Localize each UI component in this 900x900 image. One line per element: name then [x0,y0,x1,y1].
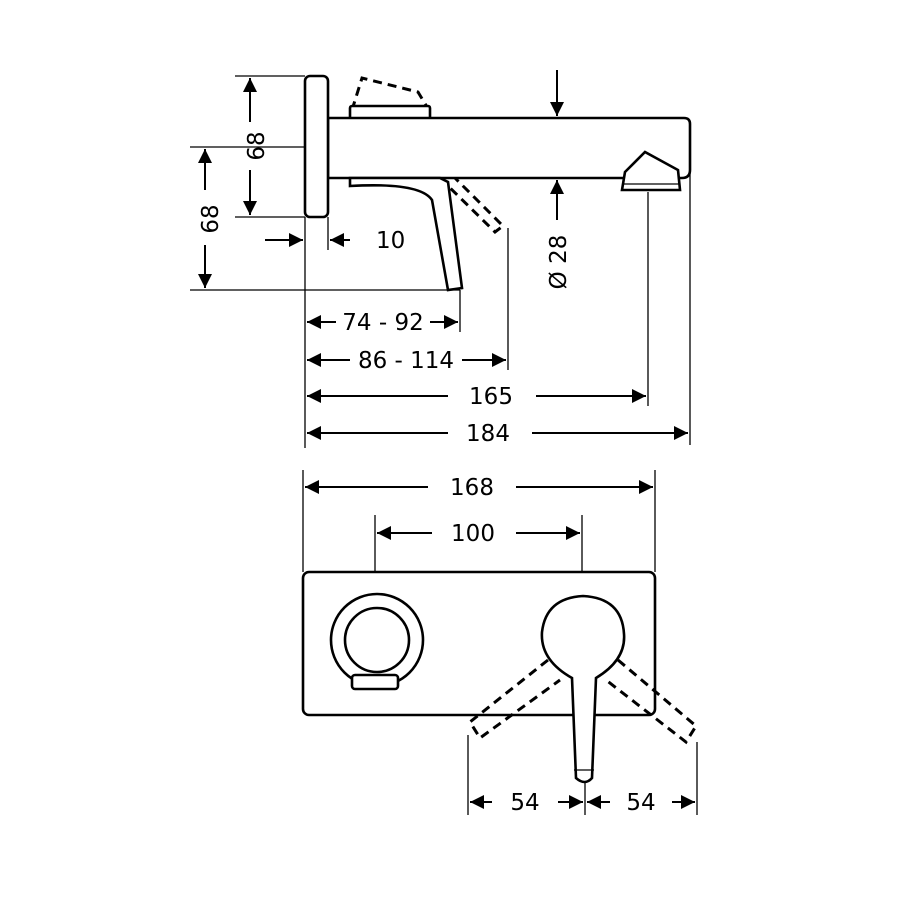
dim-lever-swing-right: 54 [626,790,655,816]
dim-lever-height: 68 [198,204,224,233]
dim-wall-plate-height: 68 [244,131,270,160]
lever-left-dashed [468,658,561,741]
dim-spout-diameter: Ø 28 [546,235,572,290]
lever-right-dashed [605,658,698,745]
wall-plate [303,74,330,219]
dim-lever-swing-left: 54 [510,790,539,816]
dim-lever-reach: 74 - 92 [342,310,423,336]
dim-plate-width: 168 [450,475,494,501]
dim-outlet-projection: 165 [469,384,513,410]
side-view: 68 68 10 Ø 28 74 - 92 86 - 114 165 184 [190,70,692,448]
knob-base [350,673,400,691]
spout-knob [343,606,411,674]
dim-center-distance: 100 [451,521,495,547]
mixer-handle [540,594,626,784]
aerator [620,150,682,192]
front-view: 168 100 54 54 [301,470,698,816]
dim-lever-reach-max: 86 - 114 [358,348,454,374]
dim-total-projection: 184 [466,421,510,447]
lever [348,176,464,292]
lever-swung-dashed [438,176,506,234]
lever-raised-dashed [350,76,432,113]
dim-plate-thickness: 10 [376,228,405,254]
